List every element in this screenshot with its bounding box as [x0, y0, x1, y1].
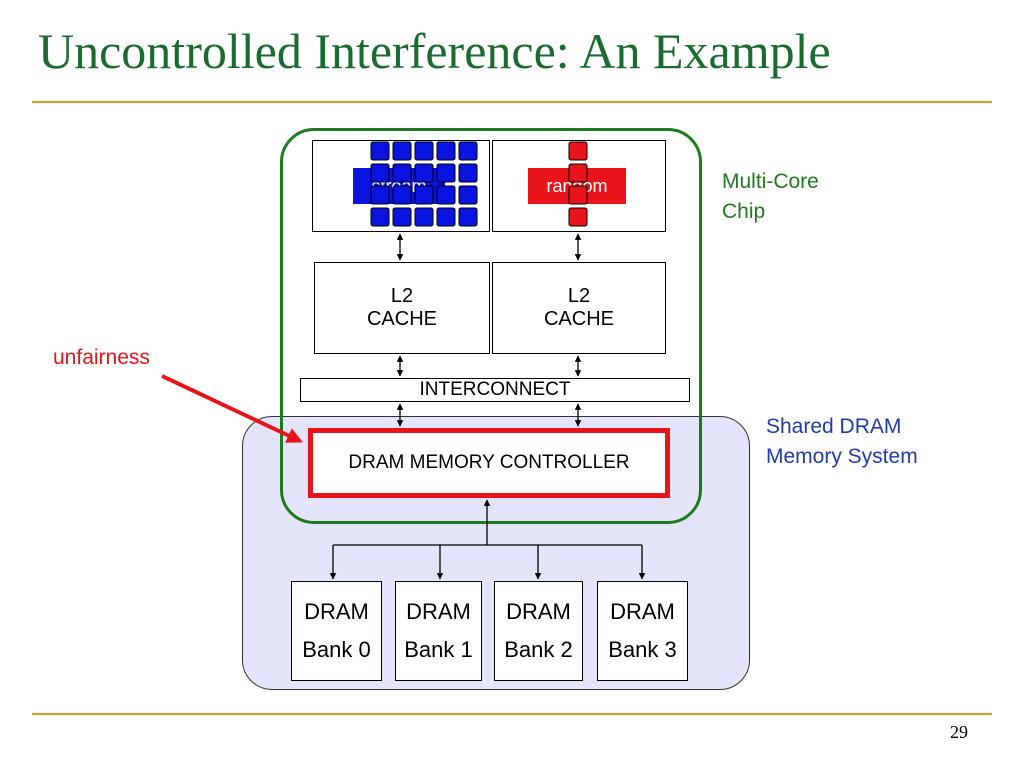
- dram-bank-2: DRAM Bank 2: [494, 581, 583, 681]
- dram-bank-1: DRAM Bank 1: [395, 581, 482, 681]
- multi-core-chip-label-line2: Chip: [722, 200, 766, 223]
- dram-bank-0: DRAM Bank 0: [291, 581, 382, 681]
- stream-request-square: [458, 185, 478, 205]
- stream-request-square: [458, 141, 478, 161]
- dram-bank-3: DRAM Bank 3: [597, 581, 688, 681]
- l2-cache-0-line2: CACHE: [366, 308, 437, 330]
- l2-cache-1-line2: CACHE: [543, 308, 614, 330]
- unfairness-arrow: [161, 374, 303, 443]
- dram-bank-2-line2: Bank 2: [504, 637, 573, 662]
- l2-cache-1: L2 CACHE: [492, 262, 666, 354]
- dram-bank-3-line1: DRAM: [610, 599, 675, 624]
- stream-request-square: [436, 163, 456, 183]
- l2-cache-0-line1: L2: [390, 285, 414, 307]
- random-request-square: [568, 207, 588, 227]
- random-requests: [568, 141, 588, 227]
- stream-request-square: [370, 163, 390, 183]
- stream-request-square: [392, 207, 412, 227]
- stream-request-square: [436, 207, 456, 227]
- l2-cache-0: L2 CACHE: [314, 262, 490, 354]
- stream-request-square: [414, 163, 434, 183]
- shared-dram-label: Shared DRAM Memory System: [766, 412, 918, 472]
- dram-bank-3-line2: Bank 3: [608, 637, 677, 662]
- bottom-divider: [32, 713, 992, 715]
- random-request-square: [568, 163, 588, 183]
- stream-requests: [370, 141, 478, 227]
- top-divider: [32, 101, 992, 103]
- stream-request-square: [392, 185, 412, 205]
- dram-bank-1-line1: DRAM: [406, 599, 471, 624]
- slide-title: Uncontrolled Interference: An Example: [38, 23, 831, 79]
- dram-memory-controller: DRAM MEMORY CONTROLLER: [308, 428, 670, 498]
- stream-request-square: [414, 141, 434, 161]
- stream-request-square: [436, 141, 456, 161]
- stream-request-square: [370, 141, 390, 161]
- stream-request-square: [392, 163, 412, 183]
- dram-bank-0-line2: Bank 0: [302, 637, 371, 662]
- stream-request-square: [370, 207, 390, 227]
- multi-core-chip-label: Multi-Core Chip: [722, 167, 819, 227]
- random-request-square: [568, 185, 588, 205]
- stream-request-square: [458, 163, 478, 183]
- stream-request-square: [436, 185, 456, 205]
- unfairness-label: unfairness: [53, 346, 150, 369]
- interconnect: INTERCONNECT: [300, 378, 690, 402]
- multi-core-chip-label-line1: Multi-Core: [722, 170, 819, 193]
- shared-dram-label-line1: Shared DRAM: [766, 415, 902, 438]
- shared-dram-label-line2: Memory System: [766, 445, 918, 468]
- stream-request-square: [392, 141, 412, 161]
- multi-core-chip-region: [280, 128, 702, 524]
- stream-request-square: [458, 207, 478, 227]
- dram-bank-1-line2: Bank 1: [404, 637, 473, 662]
- l2-cache-1-line1: L2: [567, 285, 591, 307]
- dram-bank-2-line1: DRAM: [506, 599, 571, 624]
- stream-request-square: [414, 207, 434, 227]
- random-request-square: [568, 141, 588, 161]
- stream-request-square: [414, 185, 434, 205]
- page-number: 29: [950, 722, 968, 742]
- dram-bank-0-line1: DRAM: [304, 599, 369, 624]
- stream-request-square: [370, 185, 390, 205]
